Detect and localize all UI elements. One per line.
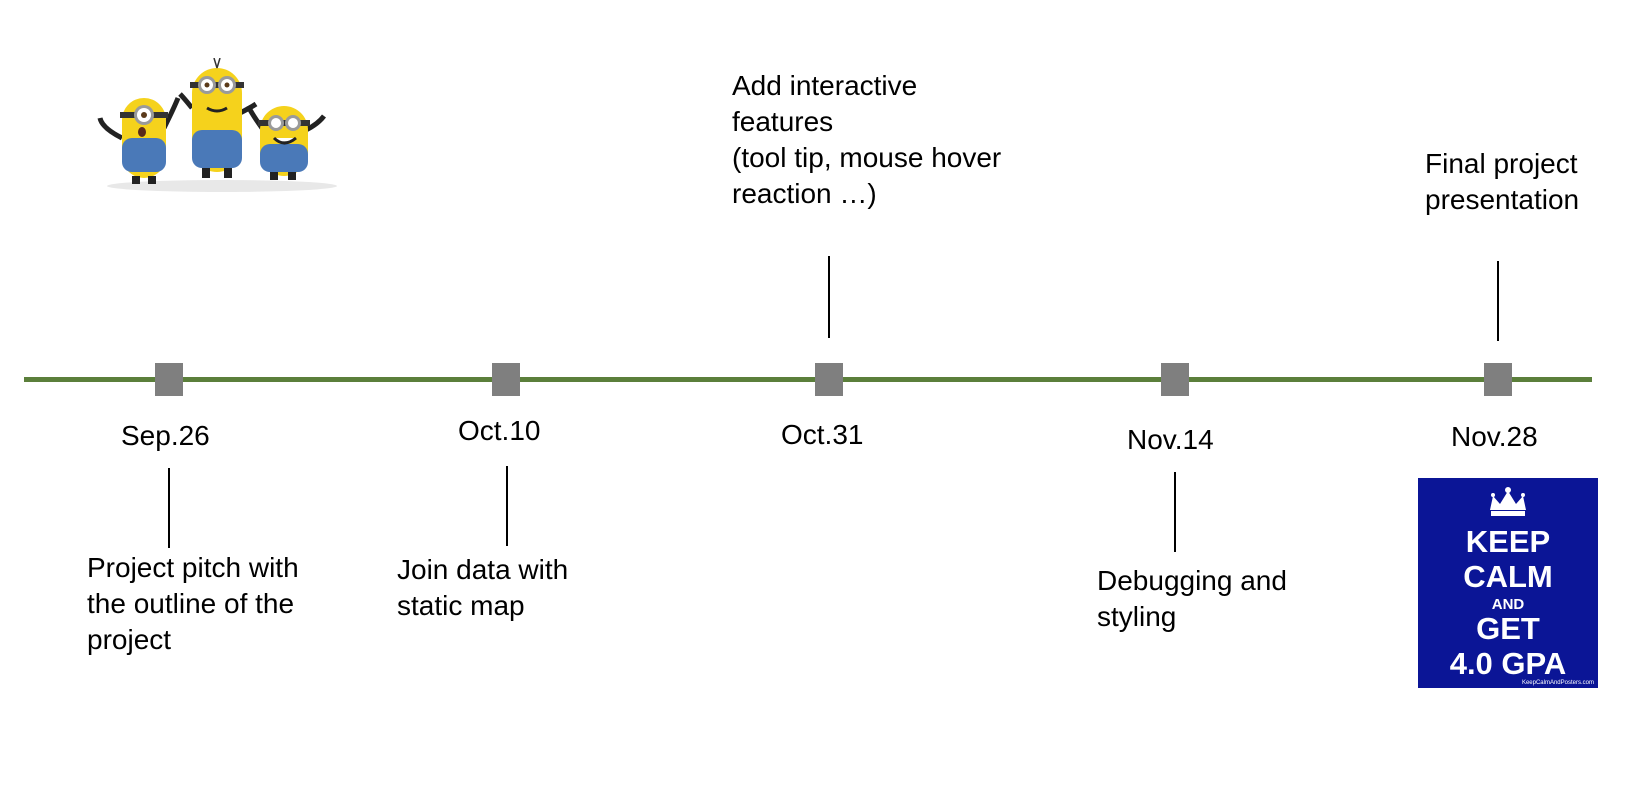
milestone-connector — [828, 256, 830, 338]
milestone-date: Nov.14 — [1127, 424, 1214, 455]
milestone-description: Add interactive features (tool tip, mous… — [732, 70, 1002, 209]
timeline-line — [24, 377, 1592, 382]
crown-icon — [1490, 487, 1526, 516]
milestone-date: Oct.10 — [458, 415, 541, 446]
milestone-marker — [815, 363, 843, 396]
minion-right — [245, 104, 326, 180]
milestone-connector — [1174, 472, 1176, 552]
milestone-date: Sep.26 — [121, 420, 210, 451]
milestone-description: Project pitch with the outline of the pr… — [87, 552, 299, 655]
milestone-description: Debugging and styling — [1097, 565, 1287, 632]
poster-line-and: AND — [1491, 596, 1525, 613]
milestone-marker — [155, 363, 183, 396]
minion-middle — [178, 58, 258, 178]
milestone-date: Oct.31 — [781, 419, 864, 450]
minions-icon — [97, 58, 337, 192]
milestone-marker — [492, 363, 520, 396]
poster-credit: KeepCalmAndPosters.com — [1521, 680, 1594, 686]
milestone-marker — [1161, 363, 1189, 396]
poster-line-keep: KEEP — [1465, 524, 1551, 559]
poster-line-get: GET — [1476, 611, 1540, 646]
milestone-marker — [1484, 363, 1512, 396]
milestone-description: Join data with static map — [397, 554, 569, 621]
milestone-connector — [506, 466, 508, 546]
milestone-connector — [168, 468, 170, 548]
poster-line-gpa: 4.0 GPA — [1449, 646, 1567, 681]
minion-left — [97, 97, 181, 184]
keep-calm-poster: KEEP CALM AND GET 4.0 GPA KeepCalmAndPos… — [1418, 478, 1598, 688]
milestone-date: Nov.28 — [1451, 421, 1538, 452]
poster-line-calm: CALM — [1463, 559, 1553, 594]
milestone-description: Final project presentation — [1425, 148, 1580, 215]
milestone-connector — [1497, 261, 1499, 341]
